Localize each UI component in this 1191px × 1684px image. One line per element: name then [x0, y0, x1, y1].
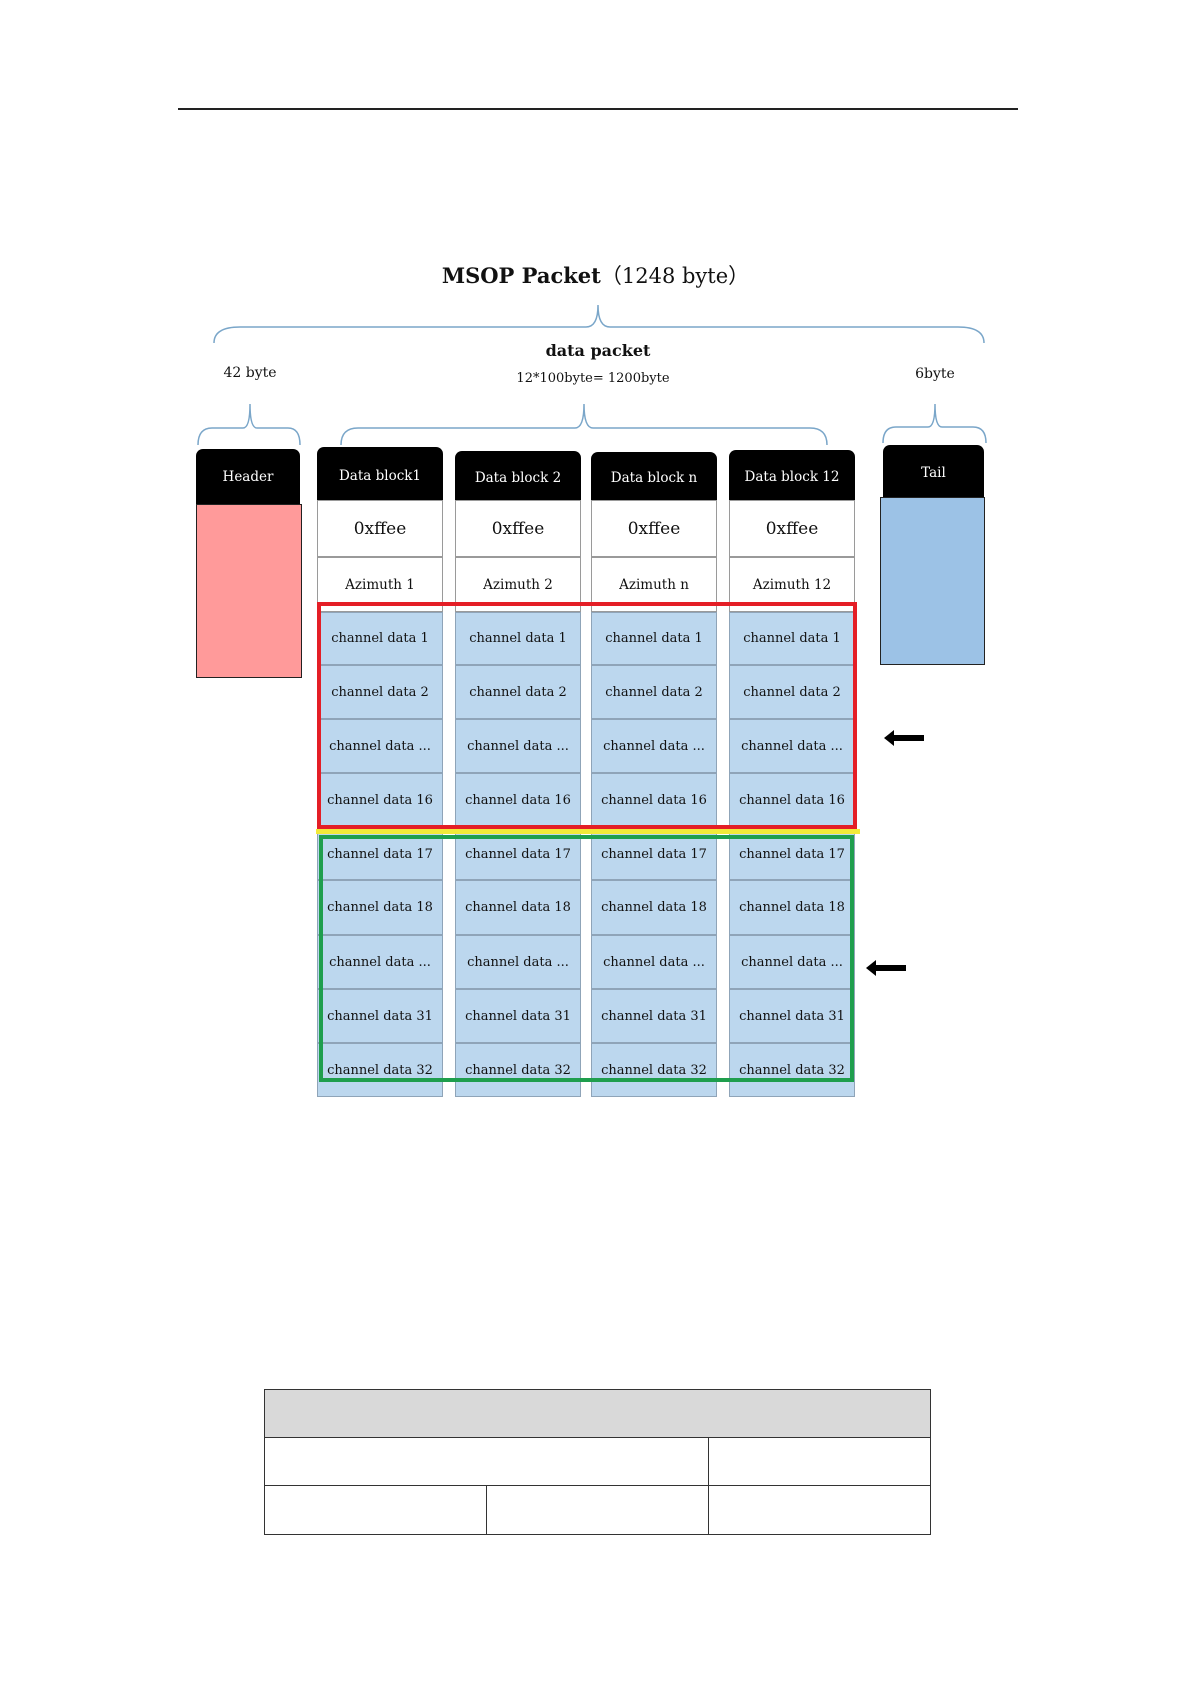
tail-block [880, 497, 985, 665]
channel-data-cell: channel data 1 [317, 612, 443, 665]
left-arrow-icon [884, 730, 924, 746]
block-flag-cell: 0xffee [729, 500, 855, 557]
table-cell [486, 1485, 709, 1535]
title-detail: （1248 byte） [600, 264, 750, 288]
header-brace [197, 403, 301, 446]
table-cell [264, 1485, 487, 1535]
page-top-rule [178, 108, 1018, 110]
channel-data-cell: channel data 2 [455, 665, 581, 719]
channel-data-cell: channel data 1 [591, 612, 717, 665]
header-label: Header [196, 449, 300, 505]
table-cell [264, 1437, 709, 1486]
left-arrow-icon [866, 960, 906, 976]
table-cell [708, 1437, 931, 1486]
header-size-label: 42 byte [223, 365, 277, 381]
table-header-cell [264, 1389, 931, 1438]
channel-data-cell: channel data 31 [455, 989, 581, 1043]
channel-data-cell: channel data 31 [317, 989, 443, 1043]
channel-data-cell: channel data 32 [729, 1043, 855, 1097]
channel-data-cell: channel data ... [729, 935, 855, 989]
channel-data-cell: channel data 2 [317, 665, 443, 719]
channel-data-cell: channel data 32 [591, 1043, 717, 1097]
blocks-brace [340, 403, 828, 446]
tail-brace [882, 403, 987, 444]
channel-group-1-frame [317, 602, 857, 829]
data-block-label: Data block 2 [455, 451, 581, 504]
channel-data-cell: channel data ... [317, 935, 443, 989]
channel-data-cell: channel data ... [729, 719, 855, 773]
channel-group-2-frame [319, 835, 854, 1082]
block-flag-cell: 0xffee [455, 500, 581, 557]
diagram-title: MSOP Packet（1248 byte） [0, 260, 1191, 290]
table-cell [708, 1485, 931, 1535]
data-block-label: Data block1 [317, 447, 443, 504]
channel-data-cell: channel data 1 [729, 612, 855, 665]
channel-data-cell: channel data ... [455, 719, 581, 773]
channel-data-cell: channel data ... [591, 935, 717, 989]
header-block [196, 504, 302, 678]
channel-data-cell: channel data 1 [455, 612, 581, 665]
data-block-label: Data block n [591, 452, 717, 504]
channel-data-cell: channel data 16 [317, 773, 443, 828]
channel-data-cell: channel data 32 [455, 1043, 581, 1097]
channel-data-cell: channel data 2 [729, 665, 855, 719]
channel-data-cell: channel data ... [591, 719, 717, 773]
channel-data-cell: channel data 31 [591, 989, 717, 1043]
channel-data-cell: channel data ... [317, 719, 443, 773]
title-main: MSOP Packet [441, 263, 601, 288]
channel-data-cell: channel data ... [455, 935, 581, 989]
channel-data-cell: channel data 2 [591, 665, 717, 719]
packet-brace [213, 304, 985, 344]
channel-data-cell: channel data 18 [591, 880, 717, 935]
tail-label: Tail [883, 445, 984, 501]
block-flag-cell: 0xffee [317, 500, 443, 557]
empty-table [264, 1389, 931, 1535]
data-packet-label: data packet [545, 341, 651, 360]
channel-data-cell: channel data 18 [729, 880, 855, 935]
block-flag-cell: 0xffee [591, 500, 717, 557]
channel-data-cell: channel data 18 [455, 880, 581, 935]
tail-size-label: 6byte [915, 366, 955, 382]
channel-data-cell: channel data 32 [317, 1043, 443, 1097]
channel-data-cell: channel data 31 [729, 989, 855, 1043]
data-block-label: Data block 12 [729, 450, 855, 504]
data-packet-size-label: 12*100byte= 1200byte [516, 371, 670, 386]
group-divider [316, 829, 860, 834]
channel-data-cell: channel data 18 [317, 880, 443, 935]
